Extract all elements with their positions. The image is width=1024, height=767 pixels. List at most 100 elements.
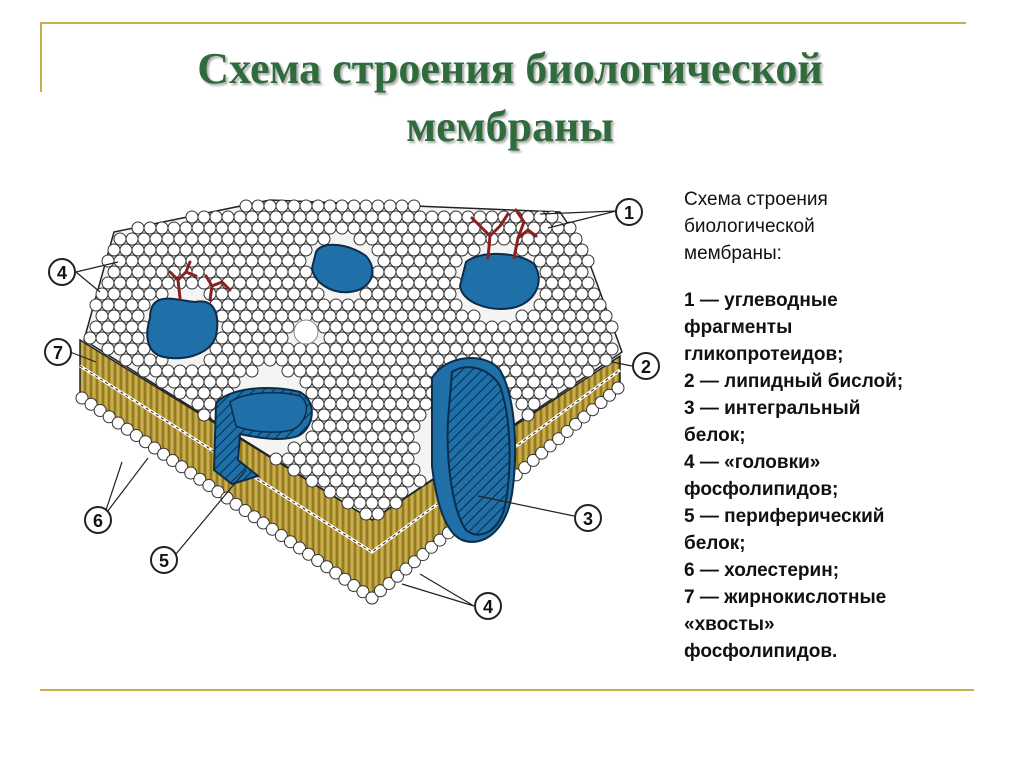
phospholipid-head — [113, 254, 127, 268]
phospholipid-head — [113, 320, 127, 334]
callout-1: 1 — [615, 198, 643, 226]
phospholipid-head — [377, 430, 391, 444]
phospholipid-head — [329, 210, 343, 224]
callouts: 1 2 3 4 4 5 6 7 — [44, 198, 660, 620]
phospholipid-head — [377, 386, 391, 400]
phospholipid-head — [197, 254, 211, 268]
phospholipid-head — [383, 221, 397, 235]
phospholipid-head — [173, 232, 187, 246]
phospholipid-head — [283, 535, 297, 549]
phospholipid-head — [125, 254, 139, 268]
phospholipid-head — [359, 507, 373, 521]
phospholipid-head — [184, 466, 198, 480]
phospholipid-head — [299, 199, 313, 213]
phospholipid-head — [383, 353, 397, 367]
phospholipid-head — [131, 243, 145, 257]
phospholipid-head — [539, 265, 553, 279]
phospholipid-head — [275, 353, 289, 367]
phospholipid-head — [521, 408, 535, 422]
phospholipid-head — [407, 199, 421, 213]
phospholipid-head — [323, 485, 337, 499]
phospholipid-head — [107, 265, 121, 279]
phospholipid-head — [560, 424, 574, 438]
phospholipid-head — [221, 364, 235, 378]
protein-right-top — [458, 252, 540, 310]
phospholipid-head — [437, 342, 451, 356]
phospholipid-head — [95, 331, 109, 345]
phospholipid-head — [539, 353, 553, 367]
phospholipid-head — [383, 419, 397, 433]
phospholipid-head — [341, 496, 355, 510]
callout-4-bottom: 4 — [474, 592, 502, 620]
heading-line-3: мембраны: — [684, 243, 782, 264]
phospholipid-head — [515, 331, 529, 345]
phospholipid-head — [119, 353, 133, 367]
phospholipid-head — [317, 386, 331, 400]
phospholipid-head — [179, 243, 193, 257]
phospholipid-head — [365, 474, 379, 488]
phospholipid-head — [89, 298, 103, 312]
phospholipid-head — [575, 309, 589, 323]
phospholipid-head — [377, 408, 391, 422]
phospholipid-head — [251, 353, 265, 367]
leader-1 — [539, 210, 617, 229]
phospholipid-head — [407, 353, 421, 367]
phospholipid-head — [311, 419, 325, 433]
phospholipid-head — [143, 243, 157, 257]
phospholipid-head — [365, 452, 379, 466]
phospholipid-head — [407, 265, 421, 279]
phospholipid-head — [383, 199, 397, 213]
phospholipid-head — [317, 430, 331, 444]
leader-4-bottom — [401, 573, 475, 607]
phospholipid-head — [275, 243, 289, 257]
phospholipid-head — [305, 342, 319, 356]
phospholipid-head — [305, 452, 319, 466]
phospholipid-head — [281, 320, 295, 334]
phospholipid-head — [449, 298, 463, 312]
phospholipid-head — [131, 331, 145, 345]
phospholipid-head — [353, 408, 367, 422]
phospholipid-head — [263, 287, 277, 301]
phospholipid-head — [509, 342, 523, 356]
phospholipid-head — [539, 243, 553, 257]
legend-line: фосфолипидов. — [684, 641, 838, 662]
phospholipid-head — [437, 320, 451, 334]
phospholipid-head — [119, 287, 133, 301]
callout-5-ring — [150, 546, 178, 574]
carbohydrate-right-b — [512, 208, 538, 260]
phospholipid-head — [215, 265, 229, 279]
phospholipid-head — [245, 364, 259, 378]
phospholipid-head — [113, 342, 127, 356]
phospholipid-head — [287, 441, 301, 455]
phospholipid-head — [371, 353, 385, 367]
phospholipid-head — [377, 364, 391, 378]
phospholipid-head — [281, 210, 295, 224]
phospholipid-head — [125, 232, 139, 246]
phospholipid-head — [377, 298, 391, 312]
phospholipid-head — [335, 375, 349, 389]
phospholipid-head — [256, 516, 270, 530]
phospholipid-head — [239, 199, 253, 213]
frame-bottom-line — [40, 689, 974, 691]
phospholipid-head — [371, 463, 385, 477]
phospholipid-head — [329, 386, 343, 400]
phospholipid-head — [563, 331, 577, 345]
phospholipid-head — [515, 397, 529, 411]
phospholipid-head — [563, 265, 577, 279]
phospholipid-head — [577, 410, 591, 424]
phospholipid-head — [251, 331, 265, 345]
phospholipid-head — [359, 331, 373, 345]
carbohydrate-right-a — [470, 212, 510, 260]
phospholipid-head — [275, 265, 289, 279]
phospholipid-head — [341, 430, 355, 444]
phospholipid-head — [239, 265, 253, 279]
phospholipid-head — [455, 309, 469, 323]
phospholipid-head — [413, 254, 427, 268]
phospholipid-head — [425, 320, 439, 334]
phospholipid-head — [185, 232, 199, 246]
legend-line: белок; — [684, 425, 746, 446]
phospholipid-head — [587, 331, 601, 345]
phospholipid-head — [575, 287, 589, 301]
phospholipid-head — [347, 579, 361, 592]
phospholipid-head — [89, 320, 103, 334]
